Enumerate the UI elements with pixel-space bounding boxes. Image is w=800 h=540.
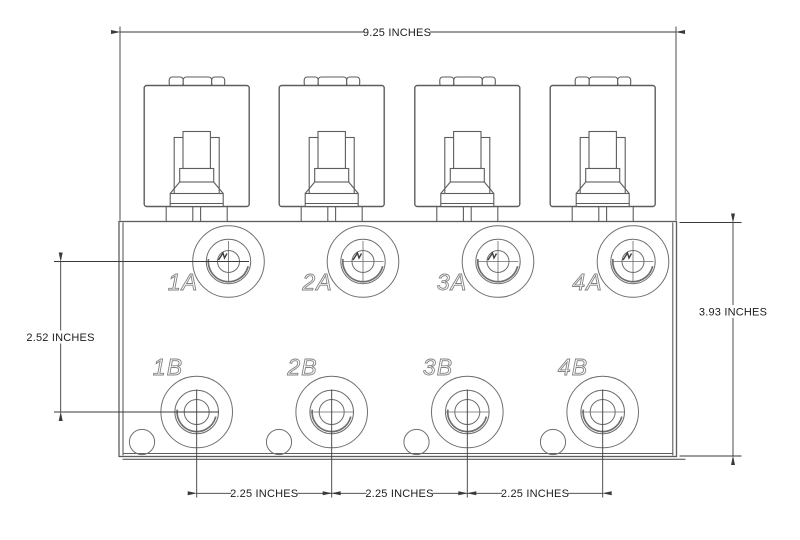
dimension-text-mask xyxy=(26,330,95,344)
dim-overall-height: 3.93 INCHES xyxy=(679,213,767,465)
port-label-4b: 4B xyxy=(558,354,588,380)
dim-overall-height-text: 3.93 INCHES xyxy=(699,307,767,319)
dim-port-spacing-text-3: 2.25 INCHES xyxy=(501,488,569,500)
port-label-2b: 2B xyxy=(286,354,317,380)
dimension-text-mask xyxy=(364,25,430,39)
valve-3 xyxy=(414,76,521,222)
dim-row-spacing: 2.52 INCHES xyxy=(26,252,249,421)
mounting-hole-3 xyxy=(403,428,430,456)
dimension-text-mask xyxy=(502,486,568,500)
dimension-text-mask xyxy=(366,486,433,500)
valve-1 xyxy=(143,76,250,222)
port-label-1a: 1A xyxy=(168,269,198,295)
dim-overall-width: 9.25 INCHES xyxy=(111,25,685,221)
manifold-body xyxy=(118,220,686,460)
valve-4 xyxy=(549,76,656,222)
port-label-4a: 4A xyxy=(572,269,602,295)
dimension-text-mask xyxy=(231,486,298,500)
dim-port-spacing-text-2: 2.25 INCHES xyxy=(365,488,433,500)
mounting-hole-1 xyxy=(128,428,156,456)
mounting-hole-4 xyxy=(539,428,567,456)
port-label-3a: 3A xyxy=(437,269,467,295)
port-label-3b: 3B xyxy=(423,354,453,380)
mounting-hole-2 xyxy=(265,428,293,456)
manifold-body-outline xyxy=(118,220,678,458)
dim-overall-width-text: 9.25 INCHES xyxy=(363,27,431,39)
port-label-2a: 2A xyxy=(301,269,332,295)
valve-2 xyxy=(278,76,385,222)
dim-port-spacing-text-1: 2.25 INCHES xyxy=(230,488,298,500)
port-label-1b: 1B xyxy=(153,354,183,380)
dimension-text-mask xyxy=(700,305,766,318)
dim-port-spacing: 2.25 INCHES 2.25 INCHES 2.25 INCHES xyxy=(187,389,612,500)
dim-row-spacing-text: 2.52 INCHES xyxy=(26,332,94,344)
